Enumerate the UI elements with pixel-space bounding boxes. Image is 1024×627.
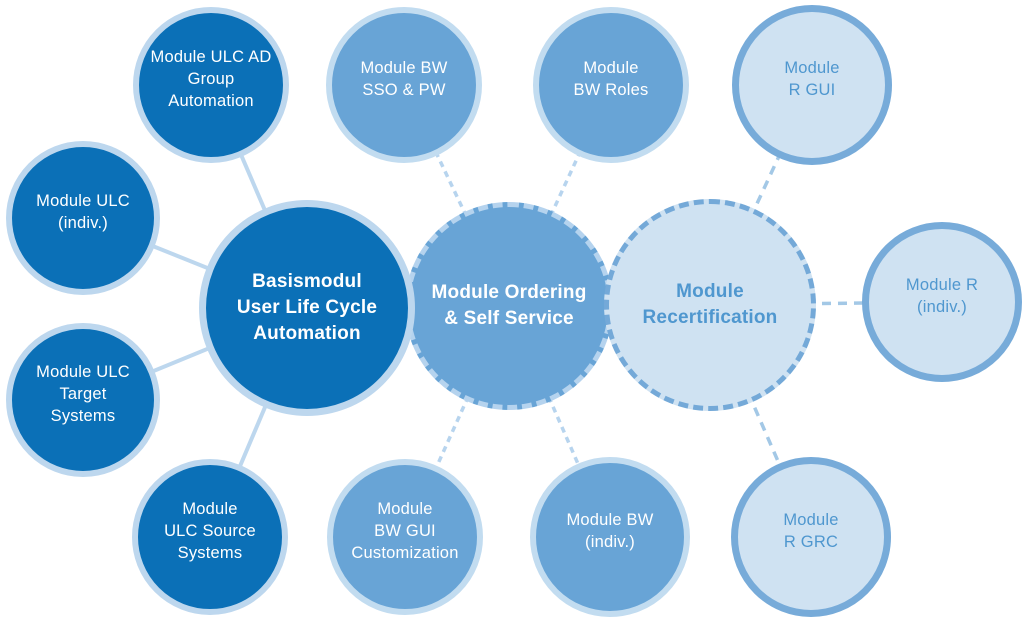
label-line: ULC Source	[164, 522, 256, 540]
node-label-module-r-grc: Module R GRC	[783, 509, 838, 553]
label-line: Automation	[168, 92, 254, 110]
label-line: R GRC	[783, 533, 839, 551]
node-module-r-indiv: Module R (indiv.)	[862, 222, 1022, 382]
label-line: User Life Cycle	[236, 297, 378, 318]
label-line: Target	[59, 385, 107, 403]
node-module-r-gui: Module R GUI	[732, 5, 892, 165]
label-line: Module ULC AD	[150, 48, 272, 66]
label-line: (indiv.)	[58, 214, 108, 232]
label-line: Module	[182, 500, 238, 518]
label-line: (indiv.)	[917, 298, 967, 316]
label-line: BW GUI	[374, 522, 436, 540]
node-module-r-grc: Module R GRC	[731, 457, 891, 617]
label-line: Systems	[177, 544, 243, 562]
node-label-module-ulc-indiv: Module ULC (indiv.)	[36, 190, 130, 234]
label-line: Module	[583, 59, 639, 77]
label-line: Module ULC	[36, 192, 130, 210]
label-line: R GUI	[788, 81, 836, 99]
label-line: Module	[783, 511, 839, 529]
node-label-module-r-indiv: Module R (indiv.)	[906, 274, 978, 318]
label-line: SSO & PW	[362, 81, 446, 99]
label-line: Recertification	[642, 307, 778, 328]
node-module-bw-sso-pw: Module BW SSO & PW	[326, 7, 482, 163]
label-line: (indiv.)	[585, 533, 635, 551]
node-module-bw-roles: Module BW Roles	[533, 7, 689, 163]
label-line: Basismodul	[252, 271, 362, 292]
label-line: Module ULC	[36, 363, 130, 381]
node-label-module-bw-indiv: Module BW (indiv.)	[566, 509, 653, 553]
label-line: Group	[187, 70, 235, 88]
node-label-module-bw-roles: Module BW Roles	[574, 57, 649, 101]
label-line: Module	[784, 59, 840, 77]
node-label-module-ordering-self-service: Module Ordering & Self Service	[432, 280, 587, 332]
node-label-module-bw-sso-pw: Module BW SSO & PW	[360, 57, 447, 101]
label-line: Module	[377, 500, 433, 518]
label-line: BW Roles	[573, 81, 649, 99]
node-label-module-r-gui: Module R GUI	[784, 57, 839, 101]
label-line: Module BW	[566, 511, 654, 529]
node-module-ulc-indiv: Module ULC (indiv.)	[6, 141, 160, 295]
label-line: Module BW	[360, 59, 448, 77]
label-line: Module Ordering	[431, 282, 587, 303]
label-line: Customization	[351, 544, 459, 562]
node-module-ordering-self-service: Module Ordering & Self Service	[405, 202, 613, 410]
label-line: Module	[676, 281, 744, 302]
node-module-bw-indiv: Module BW (indiv.)	[530, 457, 690, 617]
label-line: Systems	[50, 407, 116, 425]
label-line: Module R	[905, 276, 979, 294]
label-line: Automation	[253, 323, 361, 344]
node-module-bw-gui-customization: Module BW GUI Customization	[327, 459, 483, 615]
label-line: & Self Service	[444, 308, 574, 329]
node-label-module-bw-gui-customization: Module BW GUI Customization	[351, 498, 458, 564]
